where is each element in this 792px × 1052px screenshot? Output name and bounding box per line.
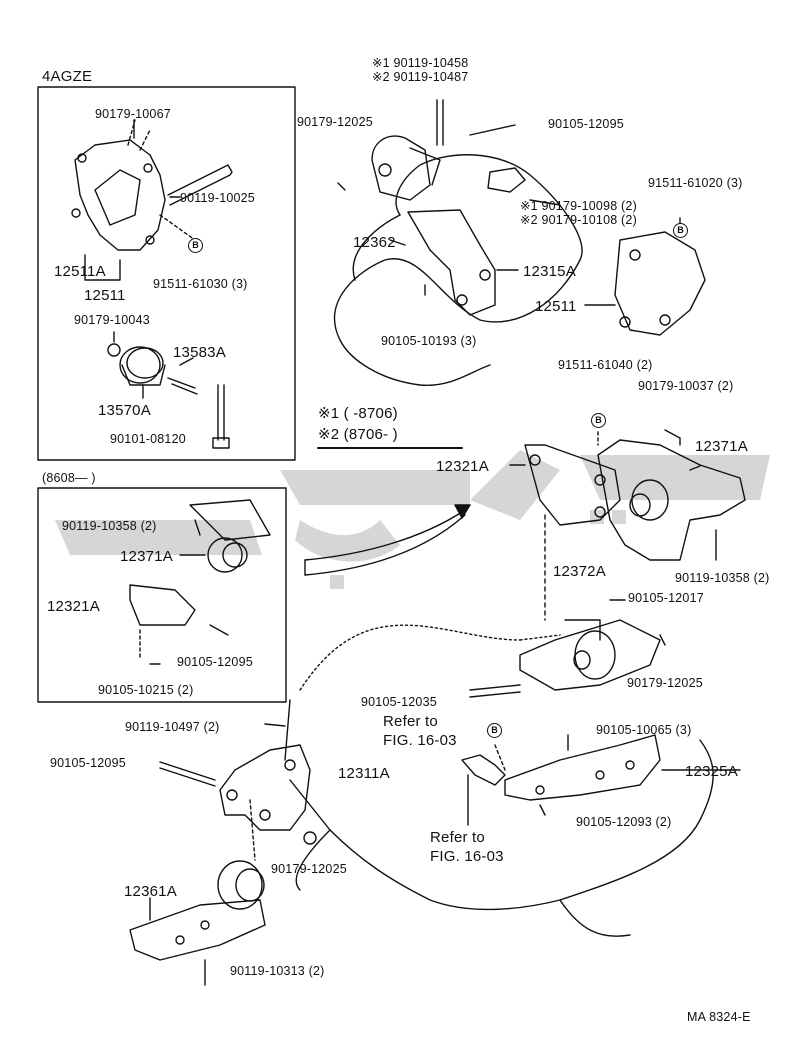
part-label-90105-12095-bottom: 90105-12095	[50, 756, 126, 770]
part-label-90105-12035: 90105-12035	[361, 695, 437, 709]
part-label-12371a-box: 12371A	[120, 548, 173, 565]
part-label-90119-10497: 90119-10497 (2)	[125, 720, 220, 734]
part-label-90105-10065: 90105-10065 (3)	[596, 723, 692, 737]
part-label-note1-nut: ※1 90179-10098 (2)	[520, 199, 637, 213]
part-label-12511a-left: 12511A	[54, 263, 106, 280]
part-label-13583a: 13583A	[173, 344, 226, 361]
part-label-90119-10025: 90119-10025	[180, 191, 255, 205]
part-label-12511-left: 12511	[84, 287, 126, 304]
part-label-90119-10358-right: 90119-10358 (2)	[675, 571, 770, 585]
part-label-12321a-box: 12321A	[47, 598, 100, 615]
part-label-91511-61040: 91511-61040 (2)	[558, 358, 653, 372]
b-reference-marker: B	[591, 413, 606, 428]
figure-code: MA 8324-E	[687, 1010, 751, 1024]
part-label-12372a: 12372A	[553, 563, 606, 580]
part-label-90105-10193: 90105-10193 (3)	[381, 334, 477, 348]
refer-fig-label-2: FIG. 16-03	[430, 848, 504, 865]
part-label-91511-61030: 91511-61030 (3)	[153, 277, 248, 291]
part-label-90179-12025-bottom: 90179-12025	[271, 862, 347, 876]
part-label-note2-bolt: ※2 90119-10487	[372, 70, 469, 84]
part-label-12315a: 12315A	[523, 263, 576, 280]
refer-to-label-1: Refer to	[383, 713, 438, 730]
box-title-4agze: 4AGZE	[42, 68, 93, 85]
part-label-12362: 12362	[353, 234, 396, 251]
part-label-note2-nut: ※2 90179-10108 (2)	[520, 213, 637, 227]
part-label-90179-10043: 90179-10043	[74, 313, 150, 327]
part-label-90179-10067: 90179-10067	[95, 107, 171, 121]
part-label-90105-12095-top: 90105-12095	[548, 117, 624, 131]
refer-to-label-2: Refer to	[430, 829, 485, 846]
b-reference-marker: B	[487, 723, 502, 738]
part-label-90179-12025-mid: 90179-12025	[627, 676, 703, 690]
part-label-12511-right: 12511	[535, 298, 577, 315]
part-label-90105-12095-box: 90105-12095	[177, 655, 253, 669]
part-label-12361a: 12361A	[124, 883, 177, 900]
b-reference-marker: B	[188, 238, 203, 253]
part-label-90179-12025-top: 90179-12025	[297, 115, 373, 129]
box-title-8608: (8608— )	[42, 471, 96, 485]
part-label-90105-12017: 90105-12017	[628, 591, 704, 605]
part-label-note1-bolt: ※1 90119-10458	[372, 56, 469, 70]
refer-fig-label-1: FIG. 16-03	[383, 732, 457, 749]
part-label-90101-08120: 90101-08120	[110, 432, 186, 446]
b-reference-marker: B	[673, 223, 688, 238]
part-label-90179-10037: 90179-10037 (2)	[638, 379, 734, 393]
part-label-91511-61020: 91511-61020 (3)	[648, 176, 743, 190]
part-label-12371a-right: 12371A	[695, 438, 748, 455]
part-label-90105-10215: 90105-10215 (2)	[98, 683, 194, 697]
part-label-12311a: 12311A	[338, 765, 390, 782]
part-label-13570a: 13570A	[98, 402, 151, 419]
part-label-12321a-right: 12321A	[436, 458, 489, 475]
part-label-90119-10358-box: 90119-10358 (2)	[62, 519, 157, 533]
legend-note1: ※1 ( -8706)	[318, 405, 398, 422]
watermark-logo	[55, 450, 770, 589]
part-label-12325a: 12325A	[685, 763, 738, 780]
legend-note2: ※2 (8706- )	[318, 426, 398, 443]
part-label-90105-12093: 90105-12093 (2)	[576, 815, 672, 829]
part-label-90119-10313: 90119-10313 (2)	[230, 964, 325, 978]
